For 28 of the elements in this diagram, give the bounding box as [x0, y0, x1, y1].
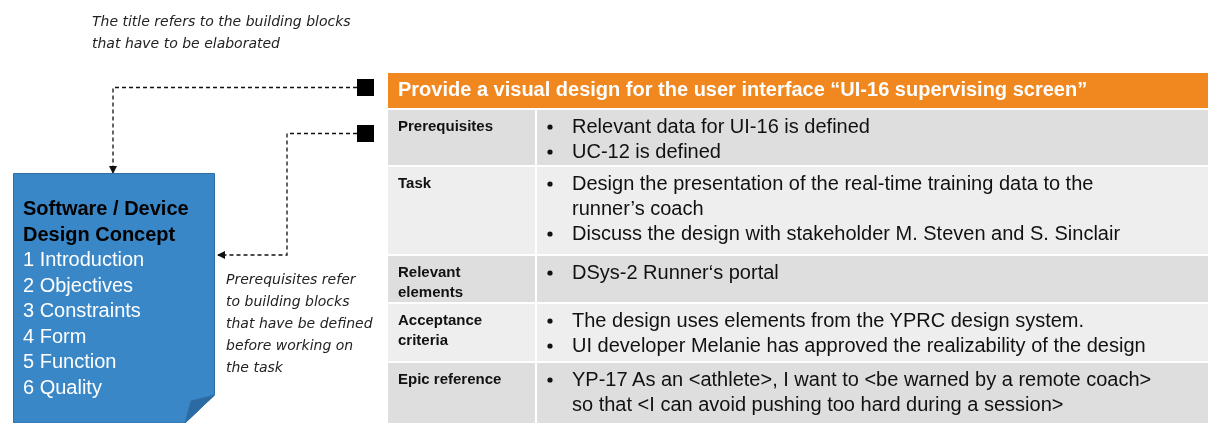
- title-bar: Provide a visual design for the user interface “UI-16 supervising screen”: [388, 73, 1208, 108]
- section-item: 3 Constraints: [23, 298, 142, 324]
- bullet-text: Relevant data for UI-16 is defined: [572, 115, 870, 137]
- dashed-arrow: [217, 132, 358, 259]
- row-header-cell: Task: [388, 167, 535, 254]
- bullet-text: YP-17 As an <athlete>, I want to <be warned by a remote coach> so that <I can avoid pushing too hard during a session>: [572, 368, 1152, 415]
- section-item: 4 Form: [23, 323, 88, 349]
- section-item: 5 Function: [23, 349, 118, 375]
- section-item: 6 Quality: [23, 374, 103, 400]
- annotation-note: The title refers to the building blocks that have to be elaborated: [92, 12, 352, 53]
- document-title: Software / Device Design Concept: [23, 196, 190, 247]
- bullet-text: Discuss the design with stakeholder M. Steven and S. Sinclair: [572, 222, 1121, 244]
- row-header-cell: Prerequisites: [388, 110, 535, 165]
- section-item: 2 Objectives: [23, 272, 135, 298]
- dashed-arrow: [109, 86, 358, 174]
- document-shape: [13, 173, 215, 423]
- bullet-text: UI developer Melanie has approved the realizability of the design: [572, 334, 1146, 356]
- section-item: 1 Introduction: [23, 247, 146, 272]
- row-header-cell: Relevant elements: [388, 256, 535, 302]
- connector-end-square: [357, 79, 374, 96]
- bullet-text: UC-12 is defined: [572, 140, 721, 162]
- connector-end-square: [357, 125, 374, 142]
- bullet-text: Design the presentation of the real-time training data to the runner’s coach: [572, 172, 1094, 219]
- row-header-cell: Epic reference: [388, 363, 535, 423]
- row-header-cell: Acceptance criteria: [388, 304, 535, 361]
- bullet-text: DSys-2 Runner‘s portal: [572, 261, 779, 283]
- bullet-text: The design uses elements from the YPRC design system.: [572, 309, 1085, 331]
- annotation-note: Prerequisites refer to building blocks that have be defined before working on the task: [226, 270, 374, 377]
